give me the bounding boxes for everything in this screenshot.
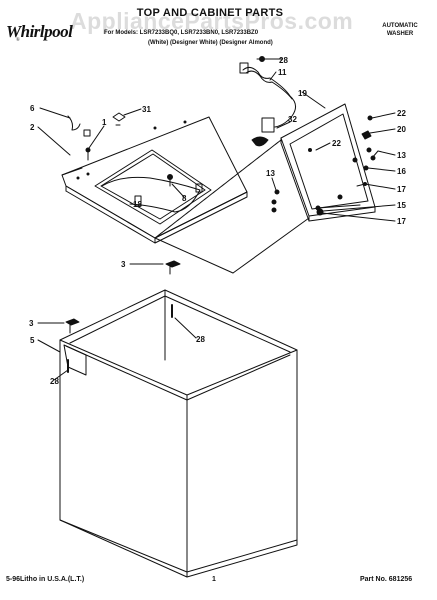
callout-13-left: 13 [266, 169, 275, 178]
registered-mark: ® [16, 38, 20, 43]
lid-switch-harness [101, 176, 203, 213]
callout-15: 15 [397, 201, 406, 210]
screw-8 [167, 174, 173, 187]
callout-6: 6 [30, 104, 35, 113]
model-numbers: For Models: LSR7233BQ0, LSR7233BN0, LSR7… [104, 30, 259, 36]
console-panel [154, 103, 376, 274]
hinge-parts [67, 112, 126, 161]
wire-harness [239, 62, 296, 133]
callout-5: 5 [30, 336, 35, 345]
washer-top [61, 116, 248, 244]
callout-8: 8 [182, 194, 187, 203]
page-number: 1 [212, 576, 216, 583]
callout-19: 19 [298, 89, 307, 98]
brand-name: Whirlpool [6, 22, 73, 41]
callout-31: 31 [142, 105, 151, 114]
callout-numbers: 28 11 19 22 20 13 16 17 15 17 32 22 13 6… [29, 56, 406, 386]
product-type: AUTOMATIC WASHER [382, 23, 418, 37]
cabinet [59, 289, 298, 578]
callout-28-top: 28 [279, 56, 288, 65]
callout-28-mid: 28 [196, 335, 205, 344]
clip-32 [251, 136, 269, 147]
callout-2: 2 [30, 123, 35, 132]
callout-22-inner: 22 [332, 139, 341, 148]
callout-17-lower: 17 [397, 217, 406, 226]
print-info: 5-96Litho in U.S.A.(L.T.) [6, 576, 85, 583]
leader-lines [37, 58, 396, 381]
callout-3-lower: 3 [29, 319, 34, 328]
callout-22-right: 22 [397, 109, 406, 118]
callout-3-upper: 3 [121, 260, 126, 269]
callout-16: 16 [397, 167, 406, 176]
brand-logo: Whirlpool ® [6, 22, 73, 43]
callout-20: 20 [397, 125, 406, 134]
page-title: TOP AND CABINET PARTS [136, 7, 284, 19]
color-variants: (White) (Designer White) (Designer Almon… [148, 40, 273, 46]
callout-17-upper: 17 [397, 185, 406, 194]
watermark: AppliancePartsPros.com [70, 8, 354, 34]
part-number: Part No. 681256 [360, 576, 413, 583]
callout-28-low: 28 [50, 377, 59, 386]
callout-1: 1 [102, 118, 107, 127]
callout-13-right: 13 [397, 151, 406, 160]
callout-18: 18 [133, 200, 142, 209]
callout-11: 11 [278, 68, 287, 77]
callout-32: 32 [288, 115, 297, 124]
